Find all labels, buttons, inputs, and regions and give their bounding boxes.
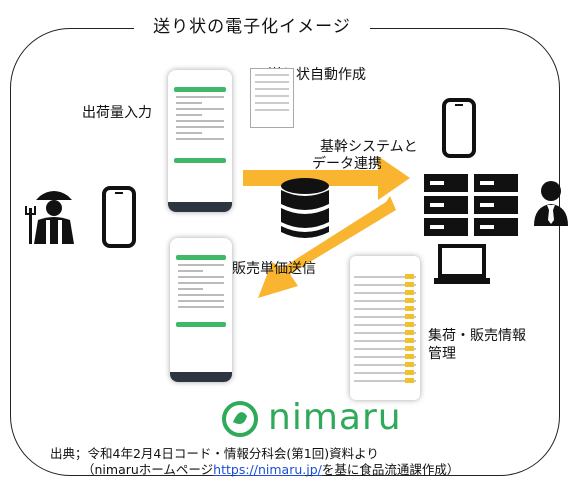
farmer-icon <box>25 191 74 244</box>
label-price-send: 販売単価送信 <box>232 261 316 277</box>
database-icon <box>281 178 329 238</box>
invoice-sheet <box>250 68 294 128</box>
source-link[interactable]: https://nimaru.jp/ <box>213 462 322 477</box>
source-suffix: を基に食品流通課作成） <box>321 462 460 477</box>
source-line-1: 出典；令和4年2月4日コード・情報分科会(第1回)資料より <box>50 446 379 461</box>
nimaru-logo-text: nimaru <box>268 397 402 438</box>
label-collect-1: 集荷・販売情報 <box>428 328 526 344</box>
arrow-to-system <box>243 156 410 200</box>
server-icon <box>424 174 518 236</box>
businessman-icon <box>534 181 568 226</box>
smartphone-icon <box>442 98 476 158</box>
label-collect-2: 管理 <box>428 346 456 362</box>
label-core-link-2: データ連携 <box>312 156 382 172</box>
source-prefix: （nimaruホームページ <box>82 462 214 477</box>
label-shipping-input: 出荷量入力 <box>82 105 152 121</box>
app-screen-shipping <box>168 70 232 212</box>
smartphone-icon <box>102 186 136 248</box>
diagram-title: 送り状の電子化イメージ <box>134 10 370 44</box>
nimaru-logo-icon <box>222 401 258 437</box>
source-line-2: （nimaruホームページhttps://nimaru.jp/を基に食品流通課作… <box>82 462 459 478</box>
app-screen-management <box>350 256 420 400</box>
label-core-link-1: 基幹システムと <box>320 139 418 155</box>
laptop-icon <box>434 244 490 284</box>
arrow-to-farmer <box>258 196 396 298</box>
app-screen-price <box>170 238 232 382</box>
